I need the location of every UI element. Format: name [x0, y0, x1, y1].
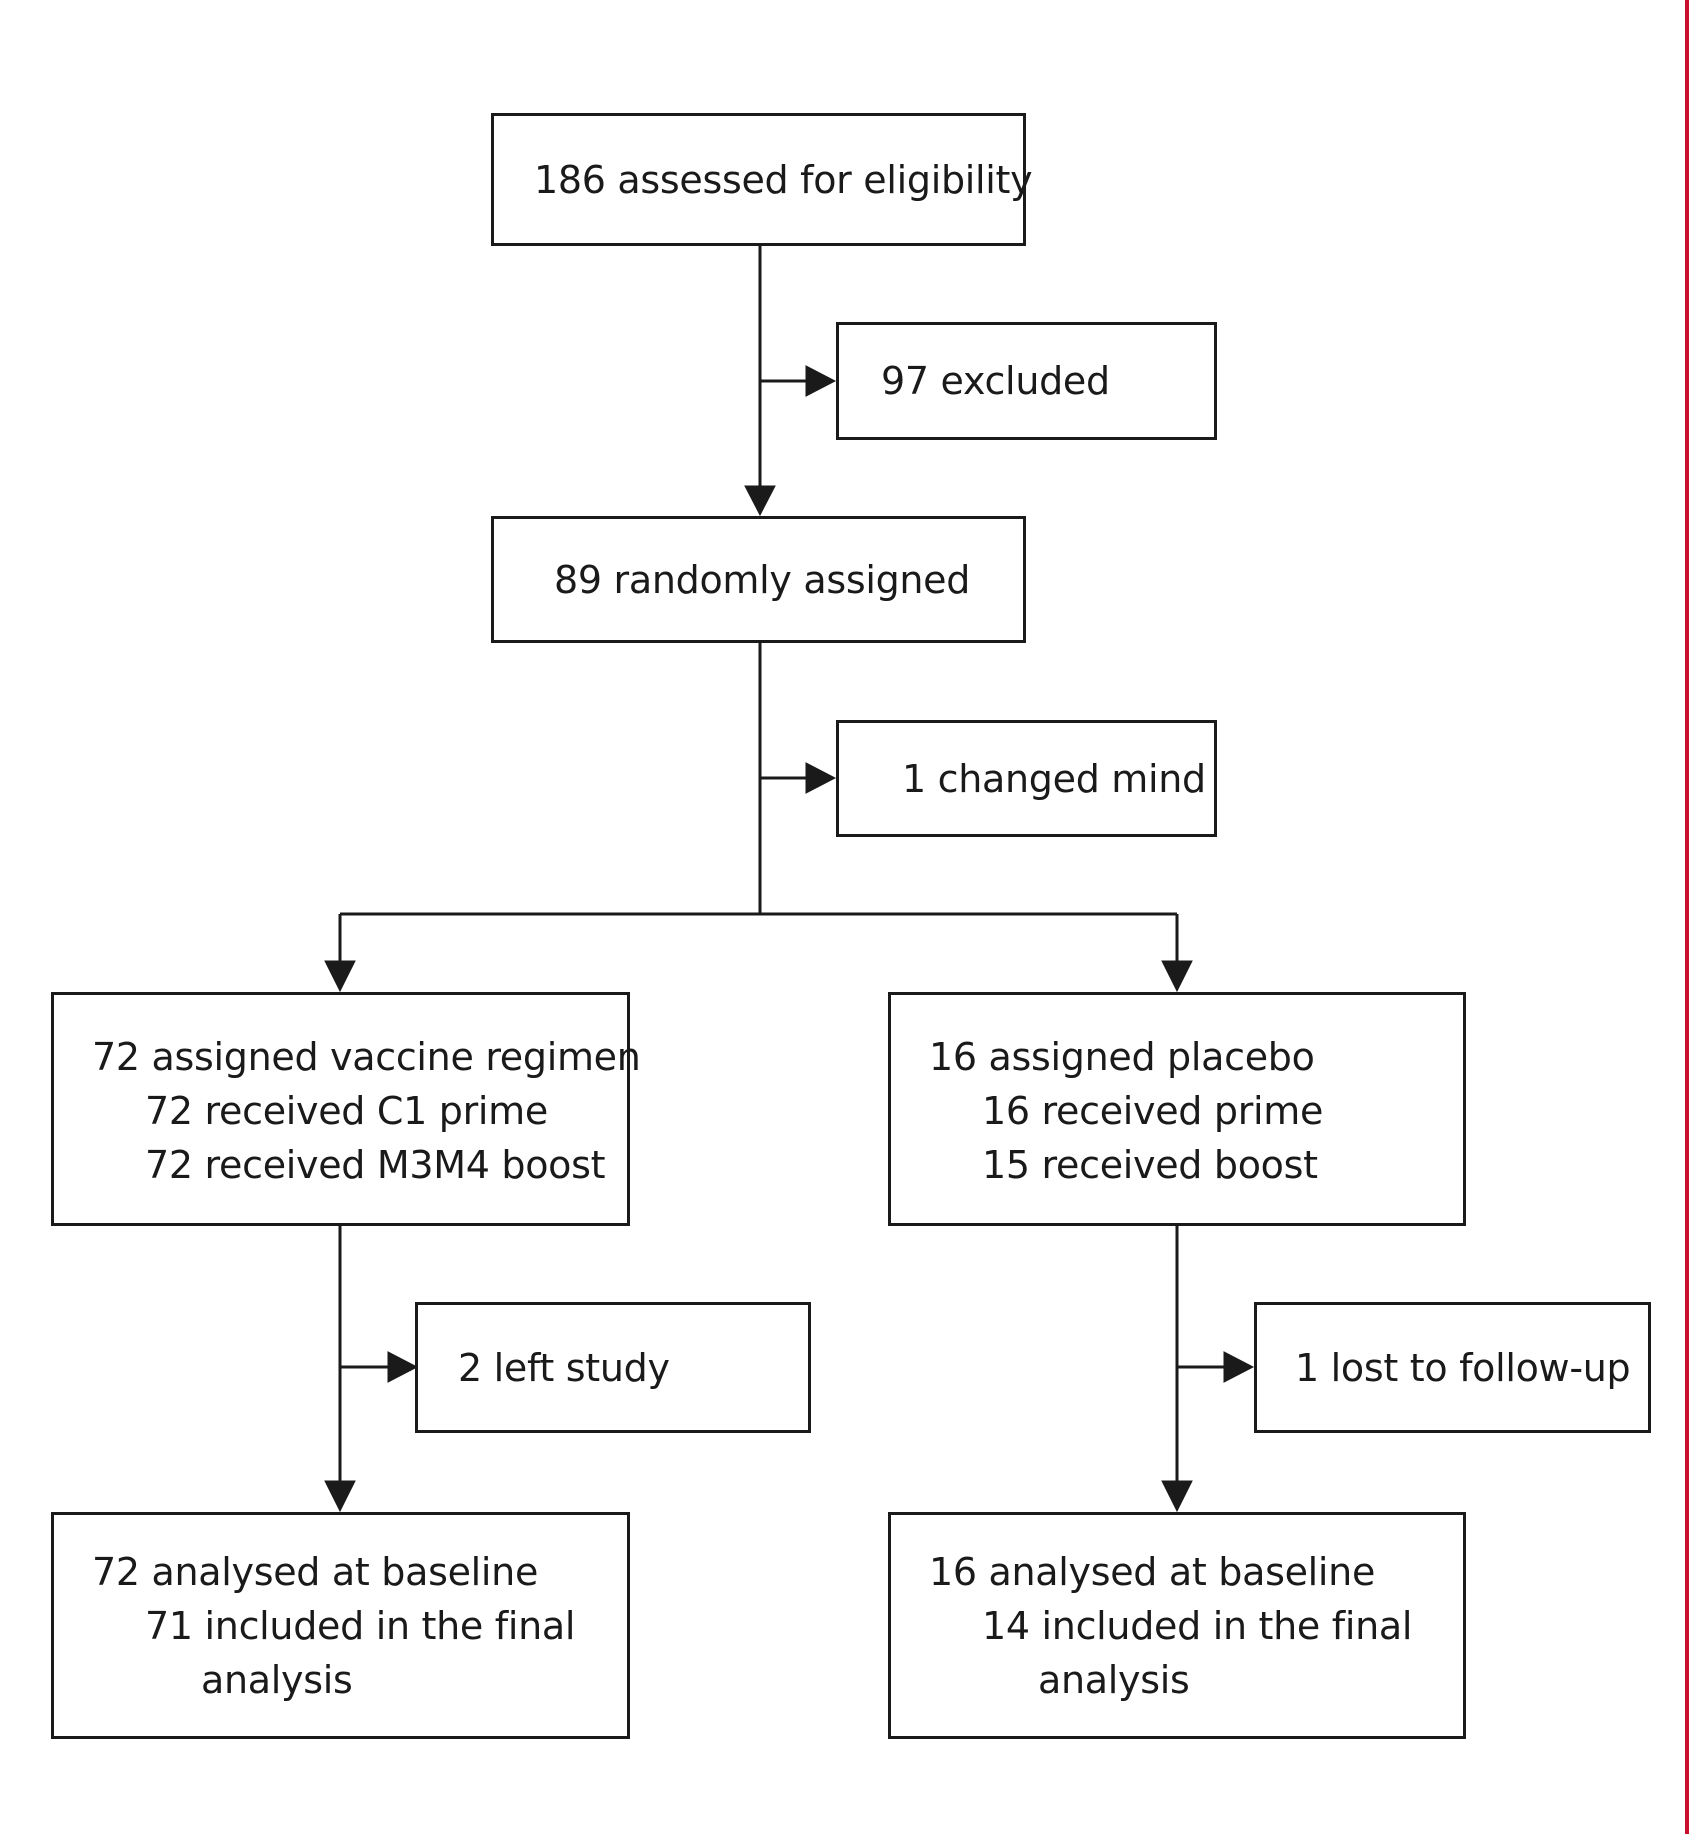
arrowhead-to-placebo-analysis	[1161, 1480, 1193, 1513]
box-left-study: 2 left study	[415, 1302, 811, 1433]
arrowhead-to-excluded	[805, 365, 837, 397]
excluded-text: 97 excluded	[881, 359, 1110, 403]
arrowhead-to-randomised	[744, 485, 776, 517]
box-placebo: 16 assigned placebo 16 received prime 15…	[888, 992, 1466, 1226]
box-placebo-analysis: 16 analysed at baseline 14 included in t…	[888, 1512, 1466, 1739]
box-randomised: 89 randomly assigned	[491, 516, 1026, 643]
box-assessed: 186 assessed for eligibility	[491, 113, 1033, 246]
placebo-analysis-included: 14 included in the final	[982, 1604, 1413, 1648]
vaccine-boost: 72 received M3M4 boost	[145, 1143, 606, 1187]
vaccine-analysis-cont: analysis	[201, 1658, 353, 1702]
placebo-analysis-cont: analysis	[1038, 1658, 1190, 1702]
arrowhead-to-changed-mind	[805, 762, 837, 794]
box-vaccine-regimen: 72 assigned vaccine regimen 72 received …	[51, 992, 641, 1226]
vaccine-prime: 72 received C1 prime	[145, 1089, 548, 1133]
arrowhead-to-placebo	[1161, 960, 1193, 993]
lost-followup-text: 1 lost to follow-up	[1295, 1345, 1631, 1390]
placebo-analysis-title: 16 analysed at baseline	[929, 1550, 1376, 1594]
arrowhead-to-vaccine	[324, 960, 356, 993]
box-excluded: 97 excluded	[836, 322, 1217, 440]
box-vaccine-analysis: 72 analysed at baseline 71 included in t…	[51, 1512, 630, 1739]
box-lost-followup: 1 lost to follow-up	[1254, 1302, 1651, 1433]
vaccine-analysis-title: 72 analysed at baseline	[92, 1550, 539, 1594]
placebo-title: 16 assigned placebo	[929, 1035, 1315, 1079]
changed-mind-text: 1 changed mind	[902, 756, 1206, 801]
box-changed-mind: 1 changed mind	[836, 720, 1217, 837]
arrowhead-to-lost-followup	[1223, 1351, 1255, 1383]
vaccine-title: 72 assigned vaccine regimen	[92, 1035, 641, 1079]
assessed-text: 186 assessed for eligibility	[534, 157, 1033, 202]
placebo-boost: 15 received boost	[982, 1143, 1318, 1187]
page-edge-accent	[1685, 0, 1689, 1834]
arrowhead-to-left-study	[387, 1351, 419, 1383]
vaccine-analysis-included: 71 included in the final	[145, 1604, 576, 1648]
left-study-text: 2 left study	[458, 1345, 670, 1390]
arrowhead-to-vaccine-analysis	[324, 1480, 356, 1513]
placebo-prime: 16 received prime	[982, 1089, 1324, 1133]
randomised-text: 89 randomly assigned	[554, 557, 971, 602]
